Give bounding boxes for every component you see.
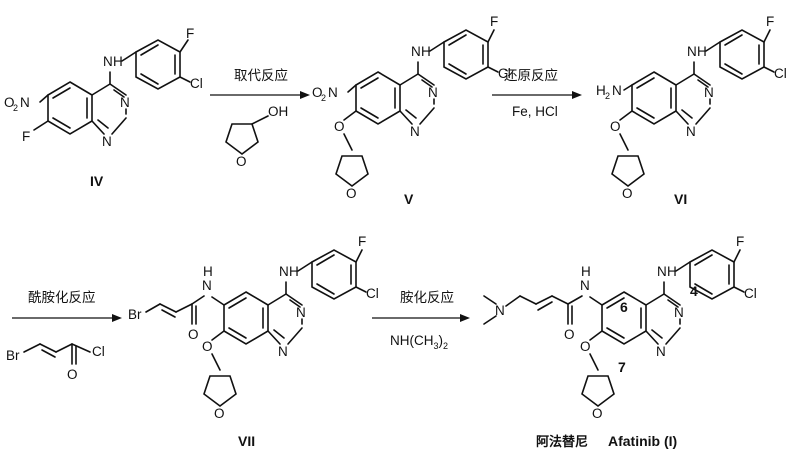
thf-o: O: [346, 186, 357, 201]
cl-atom: Cl: [366, 286, 379, 301]
nh-n: N: [657, 264, 667, 279]
no2-o: O: [4, 95, 15, 110]
n3-atom: N: [428, 85, 438, 100]
amide-n: N: [202, 278, 212, 293]
thf-o: O: [214, 406, 225, 421]
no2-n: N: [20, 95, 30, 110]
label-v: V: [404, 191, 414, 207]
label-vii: VII: [238, 433, 255, 449]
nh-h: H: [289, 264, 299, 279]
ether-o: O: [610, 119, 621, 134]
nh-h: H: [113, 54, 123, 69]
nh-n: N: [687, 44, 697, 59]
position-7: 7: [618, 359, 626, 375]
step1-label: 取代反应: [234, 67, 288, 84]
amide-o: O: [188, 327, 199, 342]
dimethylamine-n: N: [495, 303, 505, 318]
amide-o: O: [564, 327, 575, 342]
oh-group: OH: [268, 104, 288, 119]
cl-atom: Cl: [498, 66, 511, 81]
n3-atom: N: [120, 95, 130, 110]
n1-atom: N: [656, 344, 666, 359]
cl-atom: Cl: [774, 66, 787, 81]
amide-n: N: [580, 278, 590, 293]
arrow-step-1: 取代反应 O OH: [210, 67, 310, 169]
f-atom: F: [186, 26, 194, 41]
step4-reagent: NH(CH3)2: [390, 333, 448, 351]
thf-o: O: [236, 154, 247, 169]
cl-atom: Cl: [190, 76, 203, 91]
compound-v: N H F Cl O 2 N O O N N V: [312, 14, 511, 207]
amine-sub: 2: [605, 91, 610, 101]
amide-h: H: [203, 264, 213, 279]
f-atom: F: [358, 234, 366, 249]
no2-n: N: [328, 85, 338, 100]
reagent-nh: NH(CH: [390, 333, 434, 348]
f-atom: F: [766, 14, 774, 29]
position-6: 6: [620, 299, 628, 315]
n3-atom: N: [674, 305, 684, 320]
step3-label: 酰胺化反应: [28, 289, 96, 306]
n3-atom: N: [704, 85, 714, 100]
nh-n: N: [279, 264, 289, 279]
arrow-step-3: 酰胺化反应 Br O Cl: [6, 289, 122, 382]
no2-sub: 2: [13, 103, 18, 113]
compound-iv: N H F Cl O 2 N F N N IV: [4, 26, 203, 189]
amine-n: N: [612, 83, 622, 98]
ether-o: O: [202, 339, 213, 354]
no2-sub: 2: [321, 93, 326, 103]
f-atom: F: [736, 234, 744, 249]
label-iv: IV: [90, 173, 104, 189]
nh-h: H: [697, 44, 707, 59]
cl-atom: Cl: [744, 286, 757, 301]
n1-atom: N: [278, 344, 288, 359]
reagent-close: ): [439, 333, 444, 348]
product-name-en: Afatinib (I): [608, 433, 677, 449]
position-4: 4: [690, 283, 698, 299]
f-atom: F: [490, 14, 498, 29]
n1-atom: N: [410, 124, 420, 139]
vii-br: Br: [128, 307, 142, 322]
nh-h: H: [421, 44, 431, 59]
n3-atom: N: [296, 305, 306, 320]
amine-h: H: [596, 83, 606, 98]
nh-n: N: [103, 54, 113, 69]
thf-o: O: [622, 186, 633, 201]
nh-n: N: [411, 44, 421, 59]
step4-label: 胺化反应: [400, 289, 454, 306]
ether-o: O: [580, 339, 591, 354]
compound-vi: N H F Cl H 2 N O O N N VI: [596, 14, 787, 207]
step2-reagent: Fe, HCl: [512, 104, 558, 119]
ether-o: O: [334, 119, 345, 134]
label-vi: VI: [674, 191, 687, 207]
nh-h: H: [667, 264, 677, 279]
thf-o: O: [592, 406, 603, 421]
reagent-sub2: 2: [443, 341, 448, 351]
amide-h: H: [581, 264, 591, 279]
arrow-step-2: 还原反应 Fe, HCl: [492, 67, 582, 119]
step2-label: 还原反应: [504, 67, 558, 84]
reagent-sub3: 3: [434, 341, 439, 351]
arrow-step-4: 胺化反应 NH(CH3)2: [372, 289, 470, 351]
compound-vii: Br O N H N H F Cl O: [128, 234, 379, 449]
n1-atom: N: [686, 124, 696, 139]
no2-o: O: [312, 85, 323, 100]
n1-atom: N: [102, 134, 112, 149]
acyl-o: O: [67, 367, 78, 382]
acyl-cl: Cl: [92, 344, 105, 359]
compound-afatinib: N O N H N H F Cl O: [483, 234, 757, 450]
product-name-cn: 阿法替尼: [536, 434, 588, 450]
bromo-br: Br: [6, 348, 20, 363]
f-atom: F: [22, 129, 30, 144]
